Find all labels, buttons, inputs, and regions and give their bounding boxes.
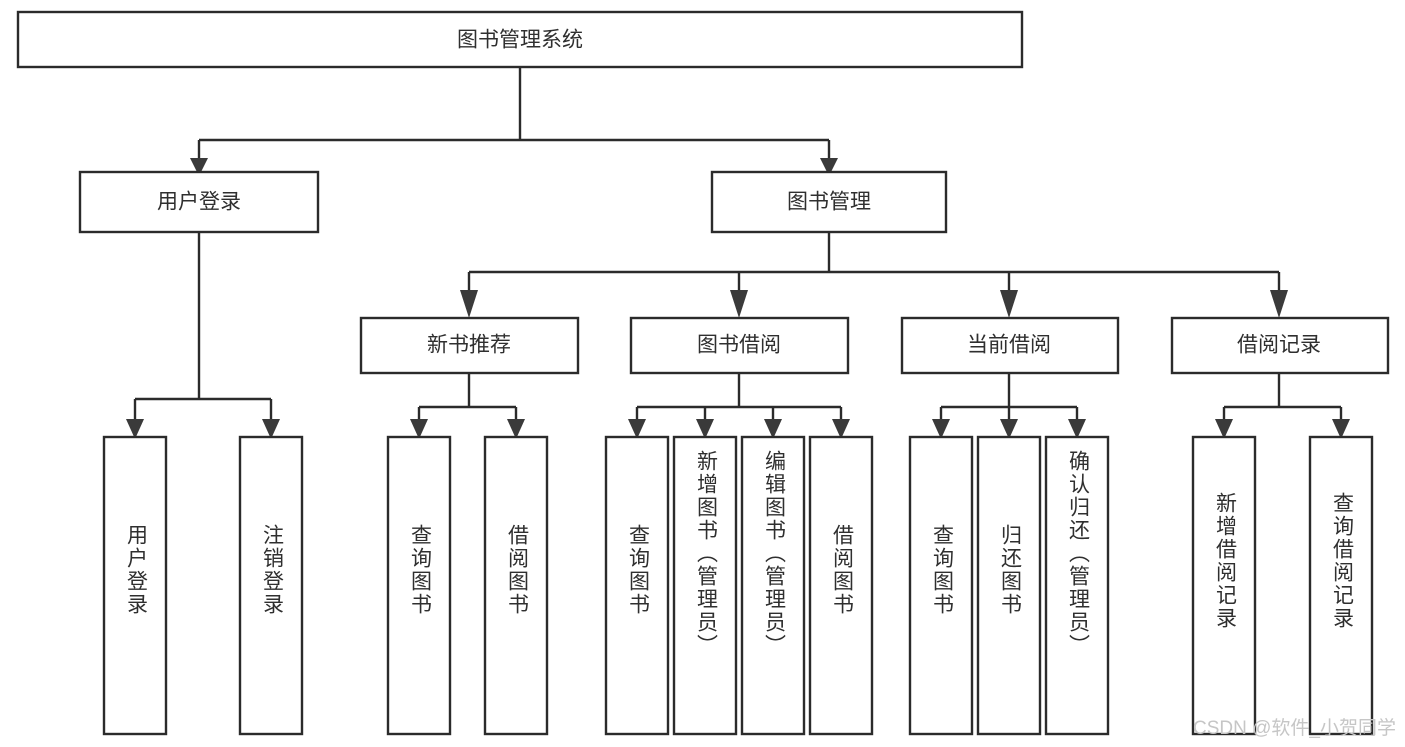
arrow-head-book-management <box>820 158 838 176</box>
node-borrow-record-box[interactable] <box>1170 316 1390 375</box>
arrow-head-leaf-add-book <box>696 419 714 439</box>
arrow-head-leaf-edit-book <box>764 419 782 439</box>
node-leaf-logout-login[interactable]: 注销登录 <box>238 435 304 736</box>
node-book-management-label: 图书管理 <box>787 191 871 214</box>
node-current-borrow-label: 当前借阅 <box>967 334 1051 357</box>
arrow-head-borrow-record <box>1270 290 1288 318</box>
node-leaf-confirm-return-label: 确认归还（管理员） <box>1066 450 1090 657</box>
node-leaf-borrow-book-2-label: 借阅图书 <box>830 524 854 616</box>
node-leaf-add-book[interactable]: 新增图书（管理员） <box>672 435 738 736</box>
arrow-head-leaf-add-record <box>1215 419 1233 439</box>
node-leaf-query-book-2-box[interactable] <box>604 435 670 736</box>
arrow-head-leaf-borrow-book-2 <box>832 419 850 439</box>
node-root-label: 图书管理系统 <box>457 29 583 52</box>
node-leaf-query-book-3[interactable]: 查询图书 <box>908 435 974 736</box>
connector-group-book-management <box>460 232 1288 318</box>
node-leaf-return-book[interactable]: 归还图书 <box>976 435 1042 736</box>
arrow-head-current-borrow <box>1000 290 1018 318</box>
node-leaf-return-book-box[interactable] <box>976 435 1042 736</box>
node-leaf-borrow-book-1-label: 借阅图书 <box>505 524 529 616</box>
arrow-head-leaf-user-login <box>126 419 144 439</box>
node-book-borrow-box[interactable] <box>629 316 850 375</box>
node-user-login[interactable]: 用户登录 <box>78 170 320 234</box>
node-borrow-record[interactable]: 借阅记录 <box>1170 316 1390 375</box>
node-current-borrow[interactable]: 当前借阅 <box>900 316 1120 375</box>
arrow-head-new-book-recommend <box>460 290 478 318</box>
node-leaf-user-login[interactable]: 用户登录 <box>102 435 168 736</box>
node-leaf-add-record[interactable]: 新增借阅记录 <box>1191 435 1257 736</box>
node-leaf-query-record-label: 查询借阅记录 <box>1330 492 1354 630</box>
node-new-book-recommend[interactable]: 新书推荐 <box>359 316 580 375</box>
connector-group-root <box>190 67 838 176</box>
arrow-head-leaf-query-book-1 <box>410 419 428 439</box>
connector-group-borrow-record <box>1215 373 1350 439</box>
node-leaf-add-book-label: 新增图书（管理员） <box>694 450 718 657</box>
node-book-management-box[interactable] <box>710 170 948 234</box>
node-leaf-query-record-box[interactable] <box>1308 435 1374 736</box>
node-root[interactable]: 图书管理系统 <box>16 10 1024 69</box>
connector-group-new-book-recommend <box>410 373 525 439</box>
node-leaf-add-record-label: 新增借阅记录 <box>1213 492 1237 630</box>
node-current-borrow-box[interactable] <box>900 316 1120 375</box>
node-leaf-user-login-box[interactable] <box>102 435 168 736</box>
node-leaf-query-book-1-label: 查询图书 <box>408 524 432 616</box>
arrow-head-leaf-return-book <box>1000 419 1018 439</box>
node-leaf-query-book-3-box[interactable] <box>908 435 974 736</box>
node-leaf-logout-login-label: 注销登录 <box>260 524 284 616</box>
node-root-box[interactable] <box>16 10 1024 69</box>
arrow-head-leaf-borrow-book-1 <box>507 419 525 439</box>
node-leaf-borrow-book-1-box[interactable] <box>483 435 549 736</box>
arrow-head-user-login <box>190 158 208 176</box>
node-leaf-query-record[interactable]: 查询借阅记录 <box>1308 435 1374 736</box>
node-leaf-query-book-2-label: 查询图书 <box>626 524 650 616</box>
arrow-head-leaf-query-record <box>1332 419 1350 439</box>
arrow-head-leaf-query-book-3 <box>932 419 950 439</box>
node-leaf-logout-login-box[interactable] <box>238 435 304 736</box>
node-leaf-query-book-3-label: 查询图书 <box>930 524 954 616</box>
node-leaf-borrow-book-2-box[interactable] <box>808 435 874 736</box>
arrow-head-leaf-query-book-2 <box>628 419 646 439</box>
node-leaf-edit-book-label: 编辑图书（管理员） <box>762 450 786 657</box>
node-borrow-record-label: 借阅记录 <box>1237 334 1321 357</box>
node-new-book-recommend-label: 新书推荐 <box>427 334 511 357</box>
watermark-label: CSDN @软件_小贺同学 <box>1193 717 1396 739</box>
node-user-login-box[interactable] <box>78 170 320 234</box>
arrow-head-leaf-logout-login <box>262 419 280 439</box>
node-leaf-confirm-return-box[interactable] <box>1044 435 1110 736</box>
node-leaf-add-record-box[interactable] <box>1191 435 1257 736</box>
node-book-management[interactable]: 图书管理 <box>710 170 948 234</box>
node-leaf-query-book-1-box[interactable] <box>386 435 452 736</box>
node-leaf-borrow-book-1[interactable]: 借阅图书 <box>483 435 549 736</box>
node-leaf-return-book-label: 归还图书 <box>998 524 1022 616</box>
node-leaf-borrow-book-2[interactable]: 借阅图书 <box>808 435 874 736</box>
node-leaf-edit-book[interactable]: 编辑图书（管理员） <box>740 435 806 736</box>
node-book-borrow-label: 图书借阅 <box>697 334 781 357</box>
node-user-login-label: 用户登录 <box>157 191 241 214</box>
node-leaf-confirm-return[interactable]: 确认归还（管理员） <box>1044 435 1110 736</box>
node-leaf-user-login-label: 用户登录 <box>124 524 148 616</box>
connector-group-current-borrow <box>932 373 1086 439</box>
node-leaf-edit-book-box[interactable] <box>740 435 806 736</box>
node-leaf-add-book-box[interactable] <box>672 435 738 736</box>
arrow-head-book-borrow <box>730 290 748 318</box>
connector-group-user-login <box>126 232 280 439</box>
node-new-book-recommend-box[interactable] <box>359 316 580 375</box>
arrow-head-leaf-confirm-return <box>1068 419 1086 439</box>
node-book-borrow[interactable]: 图书借阅 <box>629 316 850 375</box>
node-leaf-query-book-1[interactable]: 查询图书 <box>386 435 452 736</box>
node-leaf-query-book-2[interactable]: 查询图书 <box>604 435 670 736</box>
connector-group-book-borrow <box>628 373 850 439</box>
